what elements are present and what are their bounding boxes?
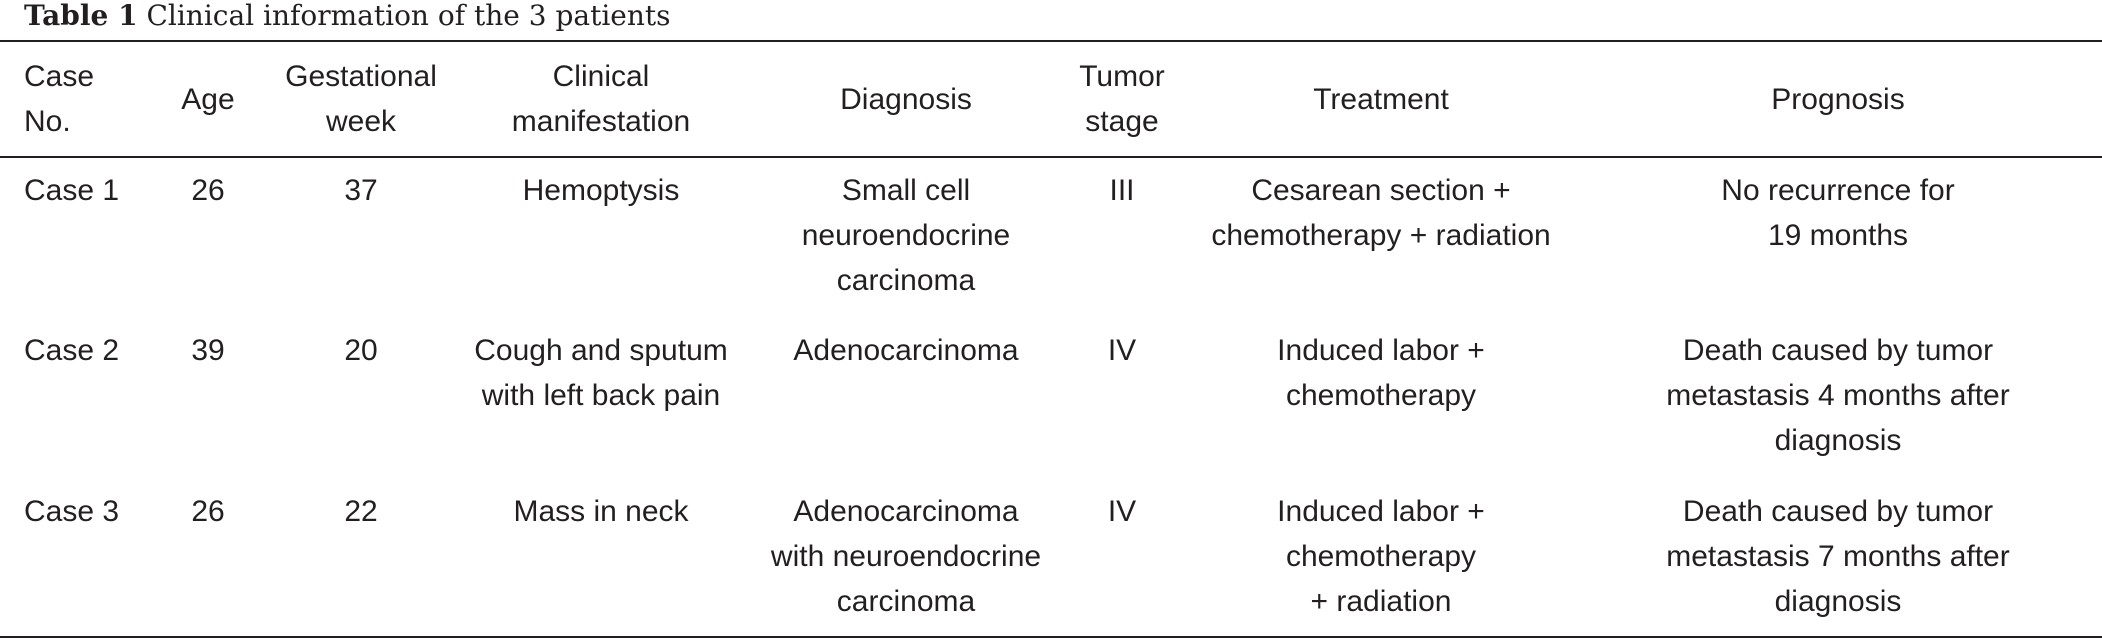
header-row: Case No. Age Gestational week Clinical m… [0, 42, 2102, 156]
cell-diagnosis: Adenocarcinoma with neuroendocrine carci… [770, 495, 1042, 618]
cell-diagnosis: Adenocarcinoma [793, 334, 1019, 367]
header-clinical-manifestation: Clinical manifestation [511, 60, 691, 138]
table-row: Case 3 26 22 Mass in neck Adenocarcinoma… [0, 477, 2102, 638]
table-top-rule [0, 40, 2102, 42]
header-case-no: Case No. [24, 60, 95, 138]
cell-diagnosis: Small cell neuroendocrine carcinoma [801, 174, 1011, 297]
cell-clinical-manifestation: Cough and sputum with left back pain [474, 334, 728, 412]
cell-case-no: Case 1 [24, 174, 120, 207]
table-caption-text: Clinical information of the 3 patients [146, 0, 671, 32]
table-row: Case 1 26 37 Hemoptysis Small cell neuro… [0, 156, 2102, 316]
table-caption-label: Table 1 [24, 0, 138, 32]
table-caption: Table 1 Clinical information of the 3 pa… [24, 0, 671, 36]
cell-gestational-week: 20 [344, 334, 378, 367]
cell-clinical-manifestation: Hemoptysis [522, 174, 680, 207]
cell-gestational-week: 22 [344, 495, 378, 528]
cell-gestational-week: 37 [344, 174, 378, 207]
cell-treatment: Induced labor + chemotherapy [1277, 334, 1485, 412]
cell-prognosis: Death caused by tumor metastasis 4 month… [1666, 334, 2010, 457]
cell-age: 26 [191, 174, 225, 207]
header-gestational-week: Gestational week [285, 60, 437, 138]
cell-prognosis: No recurrence for 19 months [1721, 174, 1955, 252]
cell-tumor-stage: IV [1107, 495, 1137, 528]
header-age: Age [181, 82, 235, 116]
header-tumor-stage: Tumor stage [1079, 60, 1165, 138]
cell-treatment: Cesarean section + chemotherapy + radiat… [1211, 174, 1551, 252]
cell-case-no: Case 2 [24, 334, 120, 367]
cell-prognosis: Death caused by tumor metastasis 7 month… [1666, 495, 2010, 618]
cell-age: 39 [191, 334, 225, 367]
header-treatment: Treatment [1313, 82, 1449, 116]
header-prognosis: Prognosis [1771, 82, 1905, 116]
clinical-info-table: Case No. Age Gestational week Clinical m… [0, 42, 2102, 638]
table-row: Case 2 39 20 Cough and sputum with left … [0, 316, 2102, 477]
table-bottom-rule [0, 636, 2102, 638]
cell-clinical-manifestation: Mass in neck [513, 495, 689, 528]
cell-case-no: Case 3 [24, 495, 120, 528]
cell-tumor-stage: III [1109, 174, 1135, 207]
table-header-rule [0, 156, 2102, 158]
header-diagnosis: Diagnosis [840, 82, 972, 116]
cell-age: 26 [191, 495, 225, 528]
cell-tumor-stage: IV [1107, 334, 1137, 367]
cell-treatment: Induced labor + chemotherapy + radiation [1277, 495, 1485, 618]
